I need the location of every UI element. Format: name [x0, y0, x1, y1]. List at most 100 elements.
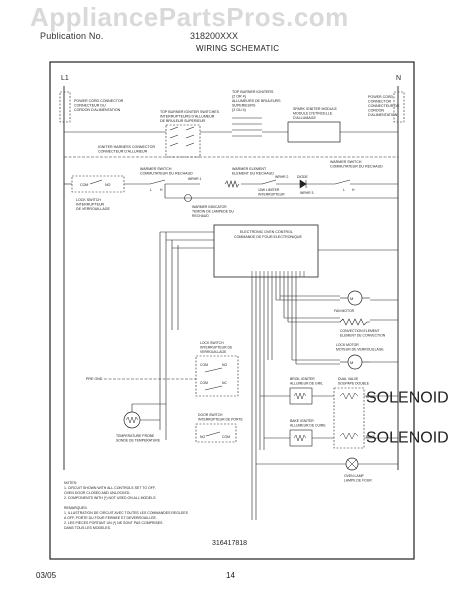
dual-valve-label: DUAL VALVE SOUPAPE DOUBLE — [338, 377, 370, 386]
svg-text:INTERRUPTEUR DE PORTE: INTERRUPTEUR DE PORTE — [198, 418, 244, 422]
l1-label: L1 — [61, 75, 69, 82]
broil-igniter-label: BROIL IGNITER ALLUMEUR DE GRIL — [290, 377, 323, 386]
burner-switch-contacts — [169, 126, 195, 147]
svg-text:DE BRULEUR SUPERIEUR: DE BRULEUR SUPERIEUR — [160, 119, 206, 123]
svg-text:REMARQUES:: REMARQUES: — [64, 506, 88, 510]
oven-lamp-label: OVEN LAMP LAMPE DE FOUR — [344, 474, 372, 483]
svg-text:BROIL: BROIL — [366, 395, 376, 399]
svg-text:1. ILLUSTRATION DE CIRCUIT AVE: 1. ILLUSTRATION DE CIRCUIT AVEC TOUTES L… — [64, 511, 189, 515]
svg-text:H: H — [160, 188, 163, 192]
power-cord-left-label: POWER CORD CONNECTOR CONNECTEUR DU CORDO… — [74, 99, 124, 112]
footer-date: 03/05 — [36, 571, 57, 580]
notes: NOTES: 1. CIRCUIT SHOWN WITH ALL CONTROL… — [64, 481, 189, 530]
eoc-terminals — [251, 271, 305, 277]
svg-text:DANS TOUS LES MODELES.: DANS TOUS LES MODELES. — [64, 526, 111, 530]
temperature-probe — [123, 411, 141, 429]
svg-text:SONDE DE TEMPERATURE: SONDE DE TEMPERATURE — [116, 439, 161, 443]
page-title: WIRING SCHEMATIC — [196, 44, 280, 53]
svg-text:CONNECTEUR D'ALLUMEUR: CONNECTEUR D'ALLUMEUR — [98, 150, 148, 154]
svg-text:ELEMENT DE CONVECTION: ELEMENT DE CONVECTION — [340, 334, 386, 338]
warmer-indicator-label: WARMER INDICATOR TEMOIN DE LAMPEDE DU RE… — [192, 205, 234, 218]
svg-text:CONNECTEUR DU: CONNECTEUR DU — [74, 104, 106, 108]
svg-text:2. LES PIECES PORTANT UN (*) N: 2. LES PIECES PORTANT UN (*) NE SONT PAS… — [64, 521, 163, 525]
svg-text:COM: COM — [222, 435, 230, 439]
svg-text:2. COMPONENTS WITH (*) NOT USE: 2. COMPONENTS WITH (*) NOT USED ON ALL M… — [64, 496, 156, 500]
fan-motor-label: FAN MOTOR — [334, 309, 355, 313]
svg-text:TOP BURNER IGNITERS: TOP BURNER IGNITERS — [232, 90, 274, 94]
svg-text:MOTEUR DE VERROUILLAGE: MOTEUR DE VERROUILLAGE — [336, 348, 384, 352]
power-cord-left — [59, 91, 71, 123]
svg-text:SOLENOID: SOLENOID — [366, 390, 449, 407]
svg-text:POWER CORD CONNECTOR: POWER CORD CONNECTOR — [74, 99, 124, 103]
svg-text:IGNITER HARNESS CONNECTOR: IGNITER HARNESS CONNECTOR — [98, 145, 155, 149]
svg-text:INTERRUPTEUR: INTERRUPTEUR — [76, 203, 105, 207]
broil-solenoid — [339, 392, 359, 400]
svg-text:DIODE: DIODE — [297, 175, 308, 179]
svg-text:NO: NO — [200, 435, 205, 439]
svg-text:INTERRUPTEURS D'ALLUMEUR: INTERRUPTEURS D'ALLUMEUR — [160, 115, 215, 119]
convection-element — [339, 318, 370, 326]
igniter-harness-label: IGNITER HARNESS CONNECTOR CONNECTEUR D'A… — [98, 145, 155, 154]
svg-text:CORDON: CORDON — [368, 109, 384, 113]
power-cord-right-label: POWER CORD CONNECTOR CONNECTEUR DE CORDO… — [368, 95, 400, 117]
svg-text:COMMUTATEUR DU RECHAUD: COMMUTATEUR DU RECHAUD — [330, 165, 383, 169]
top-wiring — [64, 131, 398, 158]
temperature-probe-label: TEMPERATURE PROBE SONDE DE TEMPERATURE — [116, 434, 161, 443]
svg-text:TOP BURNER IGNITER SWITCHES: TOP BURNER IGNITER SWITCHES — [160, 110, 220, 114]
svg-text:NO: NO — [222, 363, 227, 367]
lock-switch-mid-label: LOCK SWITCH INTERRUPTEUR DE VERROUILLAGE — [200, 341, 233, 354]
svg-text:OVEN DOOR CLOSED AND UNLOCKED.: OVEN DOOR CLOSED AND UNLOCKED. — [64, 491, 130, 495]
svg-text:TEMOIN DE LAMPEDE DU: TEMOIN DE LAMPEDE DU — [192, 210, 234, 214]
door-switch — [195, 423, 237, 443]
svg-text:BAKE: BAKE — [366, 435, 376, 439]
publication-number: 318200XXX — [190, 31, 239, 41]
warmer-wiring — [64, 179, 398, 202]
watermark: AppliancePartsPros.com — [30, 2, 349, 32]
svg-text:NC: NC — [222, 381, 227, 385]
svg-text:DOOR SWITCH: DOOR SWITCH — [198, 413, 223, 417]
svg-text:COMMANDE DE FOUR ELECTRONIQUE: COMMANDE DE FOUR ELECTRONIQUE — [234, 235, 302, 239]
svg-text:COM: COM — [200, 381, 208, 385]
lock-motor-label: LOCK MOTOR MOTEUR DE VERROUILLAGE — [336, 343, 384, 352]
svg-text:INTERRUPTEUR DE: INTERRUPTEUR DE — [200, 346, 233, 350]
svg-text:D'ALLUMAGE: D'ALLUMAGE — [293, 116, 316, 120]
svg-text:L: L — [343, 188, 345, 192]
svg-text:10W LIMITER: 10W LIMITER — [258, 188, 280, 192]
svg-text:H: H — [352, 188, 355, 192]
fan-motor-symbol: M — [350, 296, 353, 301]
publication-label: Publication No. — [40, 31, 104, 41]
valve-wiring — [260, 395, 398, 439]
top-burner-igniters-label: TOP BURNER IGNITERS (2 OR 4) ALLUMEURS D… — [232, 90, 281, 112]
warmer-switch-right-label: WARMER SWITCH COMMUTATEUR DU RECHAUD — [330, 160, 383, 169]
n-label: N — [396, 75, 401, 82]
warmer-element — [224, 180, 240, 188]
bake-solenoid — [339, 432, 359, 440]
top-burner-switches-label: TOP BURNER IGNITER SWITCHES INTERRUPTEUR… — [160, 110, 220, 123]
svg-text:COM: COM — [80, 183, 88, 187]
svg-text:PRE GND: PRE GND — [86, 377, 103, 381]
svg-text:CONVECTION ELEMENT: CONVECTION ELEMENT — [340, 329, 380, 333]
spark-module — [287, 121, 341, 143]
svg-text:OVEN LAMP: OVEN LAMP — [344, 474, 365, 478]
svg-text:SPARK IGNITER MODULE: SPARK IGNITER MODULE — [293, 107, 337, 111]
svg-text:D'ALIMENTATION: D'ALIMENTATION — [368, 113, 398, 117]
svg-text:(2 OU 4): (2 OU 4) — [232, 108, 246, 112]
warmer-indicator-lamp — [184, 194, 192, 202]
top-burner-switches — [165, 124, 201, 158]
electronic-oven-control — [213, 224, 319, 278]
svg-text:WRHR 3: WRHR 3 — [300, 191, 313, 195]
part-number: 316417818 — [212, 540, 247, 547]
door-switch-label: DOOR SWITCH INTERRUPTEUR DE PORTE — [198, 413, 244, 422]
svg-text:SOUPAPE DOUBLE: SOUPAPE DOUBLE — [338, 382, 370, 386]
svg-text:SOLENOID: SOLENOID — [366, 430, 449, 447]
igniter-electrodes — [232, 117, 262, 137]
svg-text:WRHR 1: WRHR 1 — [188, 177, 201, 181]
svg-text:A OFF, PORTE DU FOUR FERMEE ET: A OFF, PORTE DU FOUR FERMEE ET DEVERROUI… — [64, 516, 157, 520]
svg-text:ALLUMEURS DE BRULEURS: ALLUMEURS DE BRULEURS — [232, 99, 281, 103]
svg-text:COMMUTATEUR DU RECHAUD: COMMUTATEUR DU RECHAUD — [140, 172, 193, 176]
svg-text:LOCK SWITCH: LOCK SWITCH — [76, 198, 101, 202]
svg-text:BAKE IGNITER: BAKE IGNITER — [290, 419, 314, 423]
svg-text:FAN MOTOR: FAN MOTOR — [334, 309, 355, 313]
schematic-frame — [49, 61, 415, 560]
